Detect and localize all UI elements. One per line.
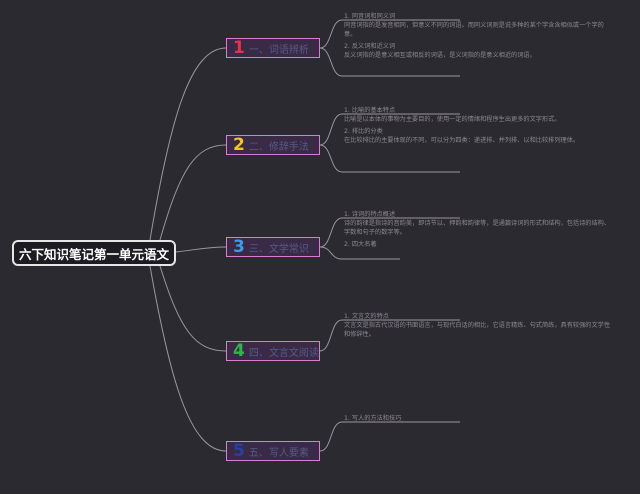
- link-b1-top: [319, 19, 343, 49]
- detail-heading: 2. 反义词和近义词: [344, 43, 396, 50]
- link-root-b3: [175, 246, 227, 253]
- detail-heading: 1. 写人的方法和技巧: [344, 415, 402, 422]
- detail-block-4: 1. 文言文的特点 文言文是指古代汉语的书面语言，与现代白话的相比，它语言精炼、…: [344, 312, 614, 342]
- branch-number: 1: [233, 38, 245, 58]
- branch-label: 三、文学常识: [248, 243, 309, 255]
- link-root-b1: [149, 47, 227, 241]
- detail-heading: 1. 诗词的特点概述: [344, 211, 396, 218]
- detail-text: 反义词指的是意义相互或相反的词语，是义词指的是意义相近的词语。: [344, 52, 536, 59]
- link-b1-bottom: [319, 47, 343, 77]
- branch-label: 一、词语辨析: [248, 44, 309, 56]
- link-b3-bottom: [319, 246, 343, 260]
- detail-text: 文言文是指古代汉语的书面语言，与现代白话的相比，它语言精炼、句式简练，具有较强的…: [344, 322, 611, 338]
- root-node[interactable]: 六下知识笔记第一单元语文: [12, 240, 176, 266]
- detail-block-2: 1. 比喻的基本特点 比喻是以本体的事物为主要目的，使用一定的情绪和程序生出更多…: [344, 106, 614, 148]
- link-b2-top: [319, 113, 343, 146]
- root-title: 六下知识笔记第一单元语文: [18, 246, 169, 262]
- branch-number: 2: [233, 135, 245, 155]
- detail-block-5: 1. 写人的方法和技巧: [344, 414, 614, 423]
- link-b4-top: [319, 319, 343, 352]
- detail-heading: 2. 排比的分类: [344, 128, 383, 135]
- link-root-b4: [159, 265, 227, 352]
- branch-node-4[interactable]: 4 四、文言文阅读: [226, 341, 320, 361]
- link-b3-top: [319, 217, 343, 248]
- branch-number: 4: [233, 341, 245, 361]
- detail-text: 比喻是以本体的事物为主要目的，使用一定的情绪和程序生出更多的文字形式。: [344, 116, 561, 123]
- branch-number: 3: [233, 237, 245, 257]
- branch-number: 5: [233, 441, 245, 461]
- detail-block-3: 1. 诗词的特点概述 诗的韵律是指诗的音韵美，即诗节以、押韵和韵律等，是通篇诗词…: [344, 210, 614, 249]
- detail-text: 诗的韵律是指诗的音韵美，即诗节以、押韵和韵律等，是通篇诗词的形式和结构，包括诗的…: [344, 220, 611, 236]
- detail-text: 同音词指的是发音相同，但意义不同的词语。而同义词则是说多种的某个字含含相似或一个…: [344, 22, 604, 38]
- branch-node-1[interactable]: 1 一、词语辨析: [226, 38, 320, 58]
- branch-node-5[interactable]: 5 五、写人要素: [226, 441, 320, 461]
- branch-label: 四、文言文阅读: [248, 347, 319, 359]
- link-b5-top: [319, 421, 343, 452]
- detail-heading: 1. 比喻的基本特点: [344, 107, 396, 114]
- link-b2-bottom: [319, 144, 343, 173]
- detail-block-1: 1. 同音词和同义词 同音词指的是发音相同，但意义不同的词语。而同义词则是说多种…: [344, 12, 614, 63]
- link-root-b5: [149, 265, 227, 452]
- detail-heading: 1. 同音词和同义词: [344, 13, 396, 20]
- detail-text: 在比较排比的主要体现的不同，可以分为四类：递进排、并列排、以和比较排列理体。: [344, 137, 580, 144]
- branch-node-3[interactable]: 3 三、文学常识: [226, 237, 320, 257]
- branch-node-2[interactable]: 2 二、修辞手法: [226, 135, 320, 155]
- branch-label: 二、修辞手法: [248, 141, 309, 153]
- link-root-b2: [159, 144, 227, 241]
- branch-label: 五、写人要素: [248, 447, 309, 459]
- detail-heading: 2. 四大名著: [344, 241, 377, 248]
- detail-heading: 1. 文言文的特点: [344, 313, 389, 320]
